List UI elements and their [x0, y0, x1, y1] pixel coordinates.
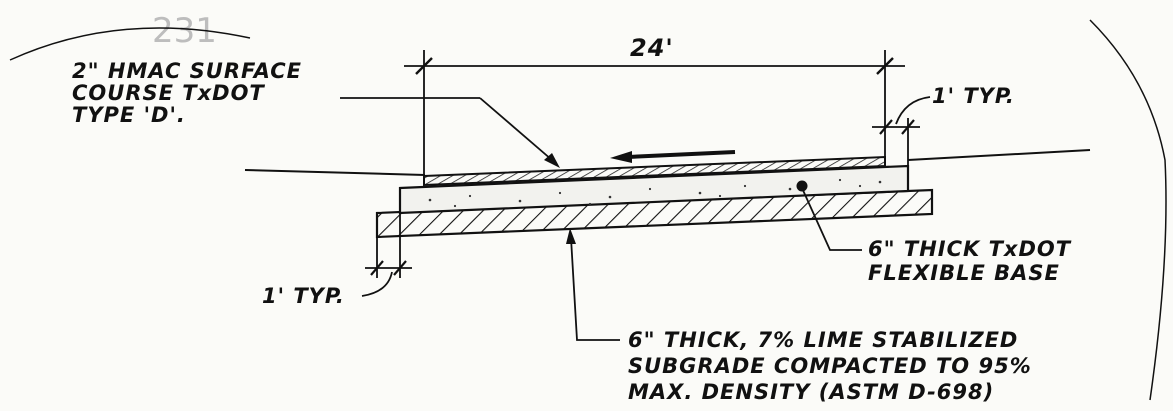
surface-course-label-line3: TYPE 'D'. [72, 103, 186, 127]
subgrade-label-line2: SUBGRADE COMPACTED TO 95% [628, 354, 1032, 378]
surface-course-label-line1: 2" HMAC SURFACE [72, 59, 302, 83]
left-offset-label: 1' TYP. [262, 284, 345, 308]
slope-arrow [610, 150, 736, 163]
sheet-edge-right [1089, 19, 1167, 401]
subgrade-label-line1: 6" THICK, 7% LIME STABILIZED [628, 328, 1018, 352]
surface-course-label-line2: COURSE TxDOT [72, 81, 265, 105]
ground-line-right [907, 149, 1091, 161]
base-aggregate-dots [428, 178, 882, 208]
right-offset-label: 1' TYP. [932, 84, 1015, 108]
right-offset-dimension [872, 96, 931, 166]
width-dimension-label: 24' [630, 34, 674, 62]
flexible-base-layer [398, 164, 910, 215]
sheet-edge-mark [9, 27, 251, 61]
flexible-base-label-line2: FLEXIBLE BASE [868, 261, 1060, 285]
flexible-base-leader [796, 180, 862, 251]
hmac-surface-course-layer [423, 155, 886, 187]
ground-line-left [244, 169, 426, 176]
left-offset-dimension [361, 213, 412, 297]
flexible-base-label-line1: 6" THICK TxDOT [868, 237, 1072, 261]
subgrade-leader [566, 228, 620, 341]
width-dimension [404, 50, 905, 176]
surface-course-leader [340, 97, 560, 168]
subgrade-label-line3: MAX. DENSITY (ASTM D-698) [628, 380, 994, 404]
